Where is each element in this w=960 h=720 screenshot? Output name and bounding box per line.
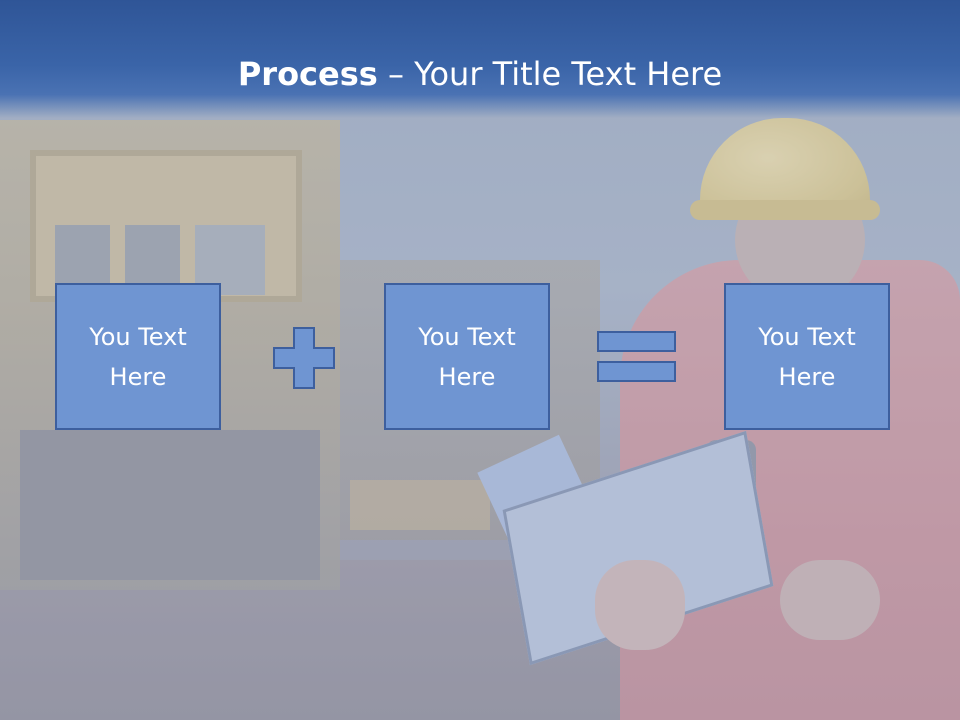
process-box-1[interactable]: You Text Here — [55, 283, 221, 430]
slide-title[interactable]: Process – Your Title Text Here — [0, 54, 960, 94]
equals-icon — [597, 331, 676, 382]
process-box-label: You Text Here — [418, 322, 516, 391]
process-box-label: You Text Here — [758, 322, 856, 391]
plus-icon — [273, 327, 335, 389]
process-box-label: You Text Here — [89, 322, 187, 391]
title-rest: – Your Title Text Here — [377, 55, 723, 93]
background-machine-window — [125, 225, 180, 285]
process-box-3[interactable]: You Text Here — [724, 283, 890, 430]
background-hand — [780, 560, 880, 640]
process-box-2[interactable]: You Text Here — [384, 283, 550, 430]
background-hand — [595, 560, 685, 650]
title-band — [0, 0, 960, 118]
background-machine-part — [350, 480, 490, 530]
background-machine-lower — [20, 430, 320, 580]
background-machine-window — [55, 225, 110, 285]
background-hardhat-brim — [690, 200, 880, 220]
title-bold: Process — [237, 55, 378, 93]
